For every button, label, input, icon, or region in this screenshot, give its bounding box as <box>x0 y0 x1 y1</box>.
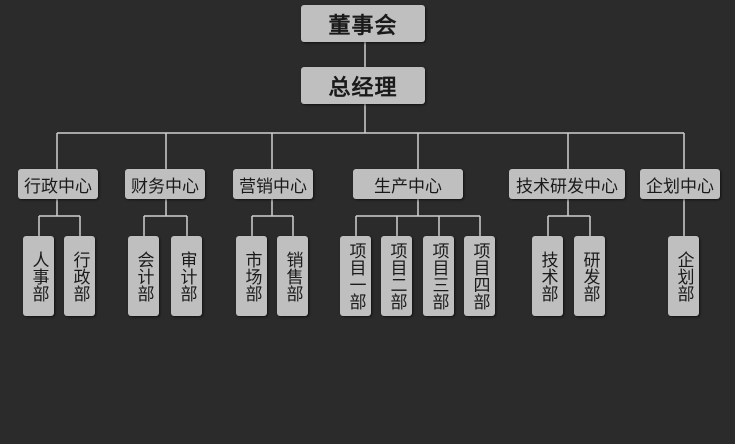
sub-project-4: 项目四部 <box>464 236 495 316</box>
sub-project-3: 项目三部 <box>423 236 454 316</box>
board-box: 董事会 <box>301 5 425 42</box>
sub-audit: 审计部 <box>171 236 202 316</box>
dept-rnd: 技术研发中心 <box>509 169 625 199</box>
sub-market: 市场部 <box>236 236 267 316</box>
sub-project-2: 项目二部 <box>381 236 412 316</box>
dept-admin: 行政中心 <box>18 169 98 199</box>
dept-production: 生产中心 <box>353 169 463 199</box>
sub-sales: 销售部 <box>277 236 308 316</box>
sub-project-1: 项目一部 <box>340 236 371 316</box>
dept-marketing: 营销中心 <box>233 169 313 199</box>
sub-tech: 技术部 <box>532 236 563 316</box>
dept-finance: 财务中心 <box>125 169 205 199</box>
dept-planning: 企划中心 <box>640 169 720 199</box>
sub-accounting: 会计部 <box>128 236 159 316</box>
sub-research: 研发部 <box>574 236 605 316</box>
sub-planning: 企划部 <box>668 236 699 316</box>
sub-hr: 人事部 <box>23 236 54 316</box>
sub-admin: 行政部 <box>64 236 95 316</box>
gm-box: 总经理 <box>301 67 425 104</box>
